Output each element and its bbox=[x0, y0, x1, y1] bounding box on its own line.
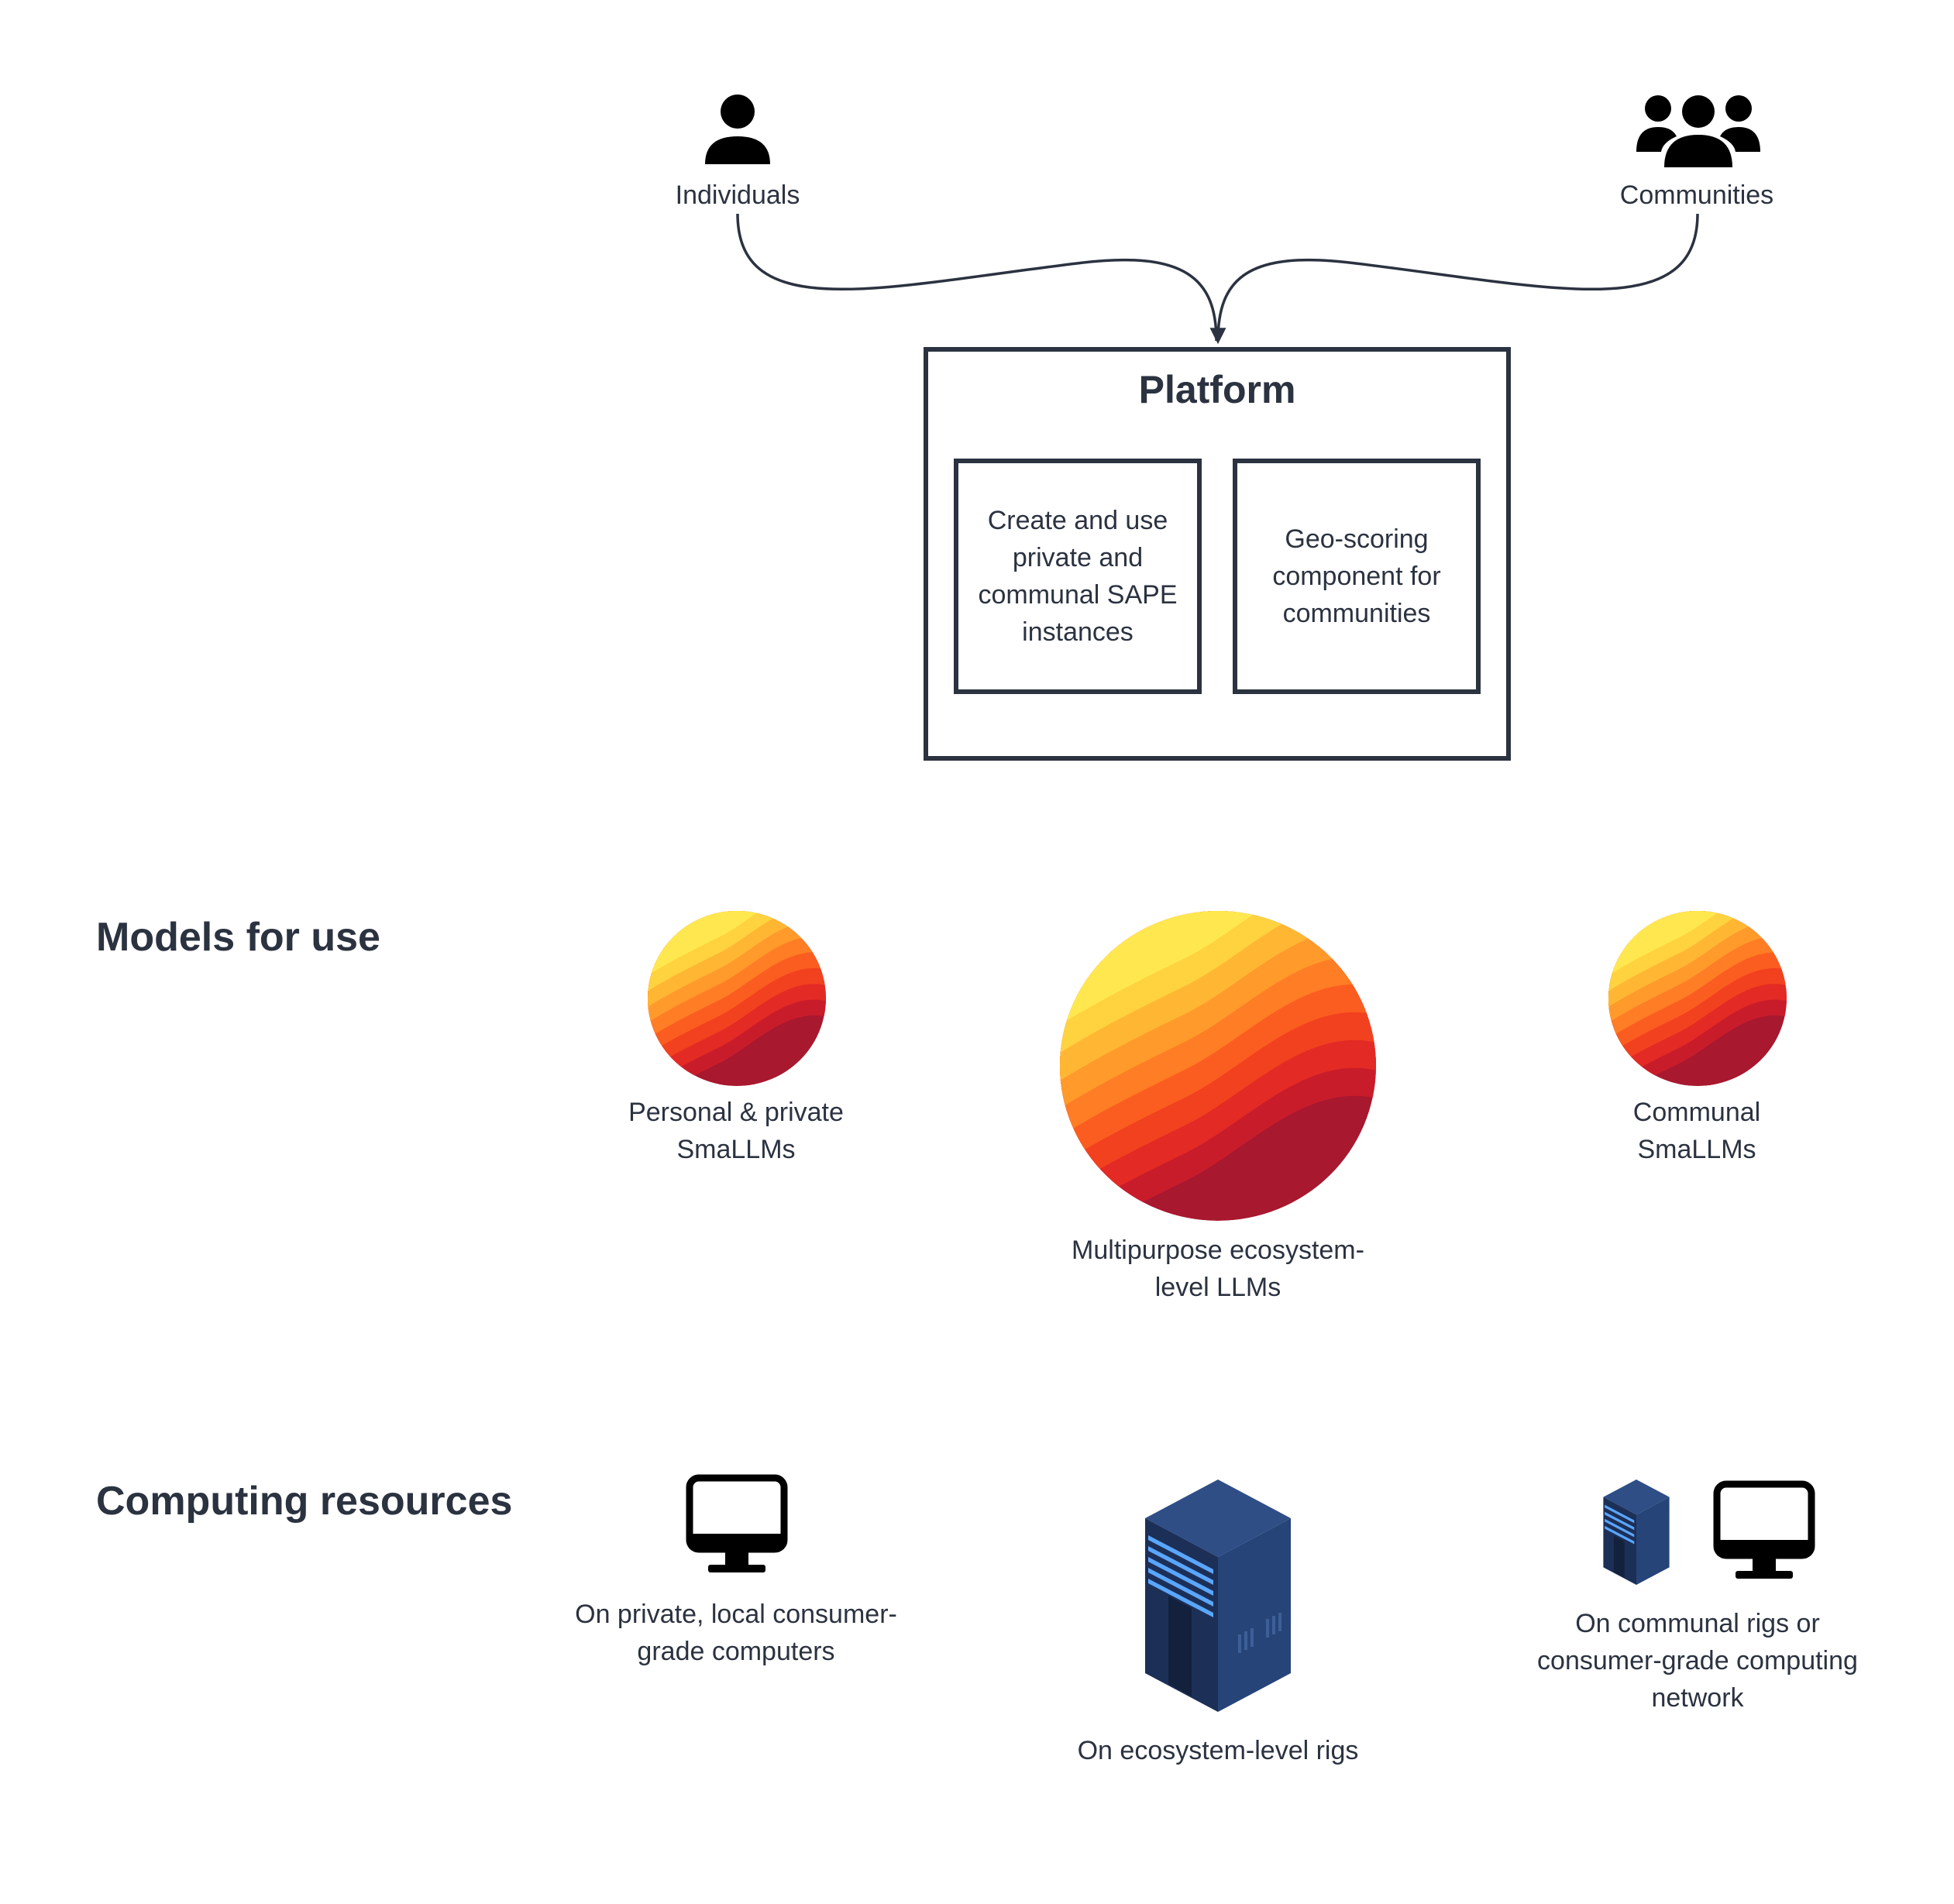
monitor-icon bbox=[686, 1474, 788, 1572]
communal-network-label: On communal rigs or consumer-grade compu… bbox=[1537, 1609, 1858, 1713]
individuals-label: Individuals bbox=[675, 180, 800, 210]
ecosystem-rigs-label: On ecosystem-level rigs bbox=[1077, 1736, 1359, 1765]
communal-models-label: Communal SmaLLMs bbox=[1632, 1098, 1761, 1164]
platform-title: Platform bbox=[1138, 368, 1296, 411]
private-computers-label: On private, local consumer-grade compute… bbox=[575, 1600, 897, 1666]
models-section-title: Models for use bbox=[96, 915, 380, 960]
communities-label: Communities bbox=[1619, 180, 1774, 210]
model-sphere-icon bbox=[1060, 911, 1376, 1221]
platform-component-geoscoring-text: Geo-scoring component for communities bbox=[1272, 524, 1441, 628]
platform-component-sape: Create and use private and communal SAPE… bbox=[954, 459, 1202, 694]
communities-connector bbox=[1209, 213, 1699, 345]
individuals-connector bbox=[736, 213, 1218, 342]
monitor-icon bbox=[1713, 1480, 1815, 1579]
server-icon bbox=[1145, 1480, 1291, 1712]
platform-component-geoscoring: Geo-scoring component for communities bbox=[1233, 459, 1481, 694]
personal-models-label: Personal & private SmaLLMs bbox=[628, 1098, 844, 1164]
ecosystem-models-label: Multipurpose ecosystem-level LLMs bbox=[1072, 1236, 1364, 1302]
platform-component-sape-text: Create and use private and communal SAPE… bbox=[978, 506, 1178, 647]
model-sphere-icon bbox=[648, 911, 826, 1086]
model-sphere-icon bbox=[1608, 911, 1787, 1086]
group-icon bbox=[1636, 95, 1760, 167]
computing-section-title: Computing resources bbox=[96, 1479, 513, 1524]
server-icon bbox=[1603, 1480, 1670, 1585]
person-icon bbox=[705, 95, 770, 164]
